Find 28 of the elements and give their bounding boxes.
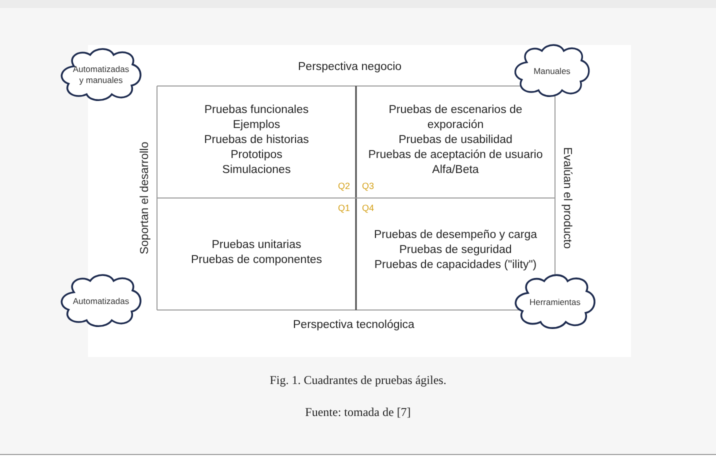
source-note: Fuente: tomada de [7] (305, 405, 411, 420)
quadrant-number: Q2 (338, 181, 350, 191)
axis-label: Perspectiva negocio (298, 61, 402, 73)
cloud-label: Automatizadas y manuales (72, 64, 130, 86)
test-type: Pruebas de capacidades ("ility") (374, 258, 537, 272)
axis-label: Soportan el desarrollo (139, 142, 151, 254)
test-type: Alfa/Beta (432, 163, 479, 178)
test-type: Pruebas unitarias (212, 238, 302, 252)
test-type: Pruebas funcionales (204, 103, 309, 118)
test-type: Pruebas de aceptación de usuario (368, 148, 543, 163)
test-type: Pruebas de desempeño y carga (374, 228, 538, 242)
quadrant-number: Q1 (338, 203, 350, 213)
test-type: Ejemplos (232, 118, 280, 133)
test-type: Pruebas de usabilidad (398, 133, 512, 148)
test-type: Prototipos (230, 148, 282, 163)
quadrant-number: Q3 (362, 181, 374, 191)
test-type: Pruebas de escenarios de exporación (388, 103, 524, 133)
test-type: Simulaciones (222, 163, 291, 178)
axis-label: Perspectiva tecnológica (293, 319, 414, 331)
cloud-label: Manuales (534, 66, 570, 76)
test-type: Pruebas de componentes (190, 252, 322, 268)
test-type: Pruebas de historias (204, 133, 309, 148)
axis-label: Evalúan el producto (561, 147, 573, 249)
quadrant-number: Q4 (362, 203, 374, 213)
test-type: Pruebas de seguridad (399, 242, 512, 258)
cloud-label: Automatizadas (72, 296, 130, 306)
cloud-label: Herramientas (529, 296, 581, 308)
figure-caption: Fig. 1. Cuadrantes de pruebas ágiles. (270, 373, 446, 388)
